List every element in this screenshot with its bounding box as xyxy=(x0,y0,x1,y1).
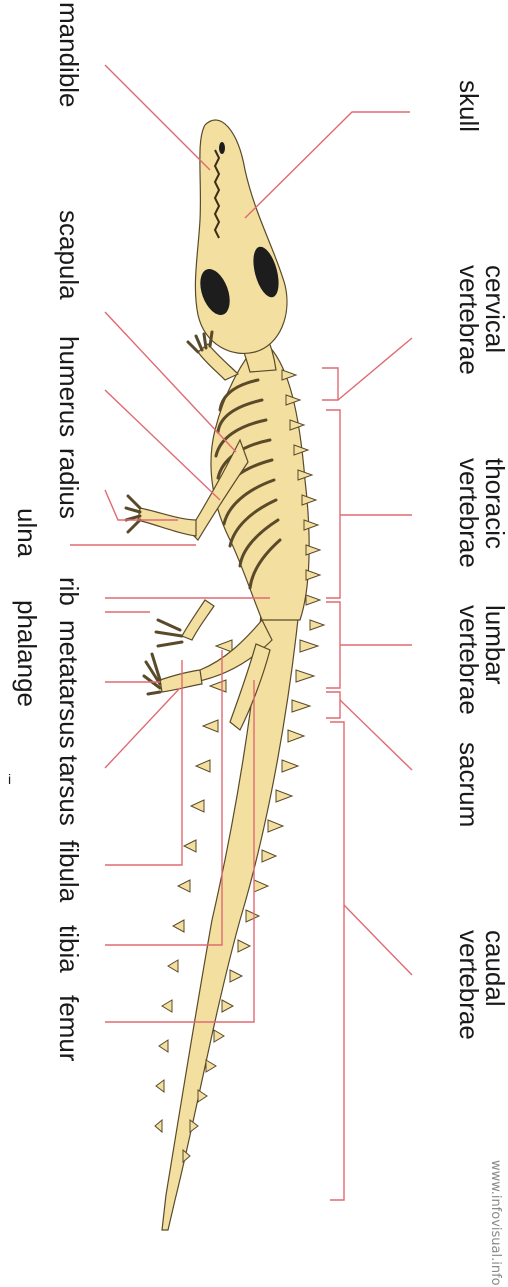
leader-tarsus xyxy=(105,688,180,768)
label-phalange: phalange xyxy=(12,600,42,707)
label-skull: skull xyxy=(454,80,484,132)
label-tibia: tibia xyxy=(54,925,84,973)
label-tarsus: tarsus xyxy=(54,755,84,826)
label-mandible: mandible xyxy=(54,2,84,108)
brace-sacrum xyxy=(326,692,340,718)
leader-humerus xyxy=(105,390,220,500)
leader-mandible xyxy=(105,65,210,170)
label-caudal-line2: vertebrae xyxy=(454,930,484,1040)
brace-thoracic xyxy=(326,410,340,598)
label-metatarsus: metatarsus xyxy=(54,620,84,749)
label-sacrum: sacrum xyxy=(454,742,484,827)
leader-tibia xyxy=(105,650,222,945)
leader-skull xyxy=(245,112,410,218)
label-scapula: scapula xyxy=(54,210,84,300)
label-rib: rib xyxy=(54,577,84,606)
right-labels: skull cervical vertebrae thoracic verteb… xyxy=(454,80,508,1040)
leader-sacrum xyxy=(340,700,412,770)
label-thoracic-line2: vertebrae xyxy=(454,458,484,568)
label-ulna: ulna xyxy=(12,508,42,558)
label-humerus: humerus xyxy=(54,336,84,437)
nostril xyxy=(219,142,225,154)
small-i-mark: i xyxy=(8,771,11,787)
left-labels: mandible scapula humerus radius ulna rib… xyxy=(12,2,84,1062)
label-femur: femur xyxy=(54,995,84,1062)
label-radius: radius xyxy=(54,448,84,519)
source-url: www.infovisual.info xyxy=(488,1160,503,1286)
label-cervical-line2: vertebrae xyxy=(454,265,484,375)
brace-caudal xyxy=(330,722,344,1200)
label-lumbar-line2: vertebrae xyxy=(454,605,484,715)
leader-cervical xyxy=(338,338,412,400)
label-fibula: fibula xyxy=(54,840,84,903)
leader-caudal xyxy=(344,905,412,975)
brace-lumbar xyxy=(326,602,340,688)
skeleton-illustration xyxy=(126,120,324,1230)
skull-bone xyxy=(195,120,287,353)
brace-cervical xyxy=(322,368,338,400)
